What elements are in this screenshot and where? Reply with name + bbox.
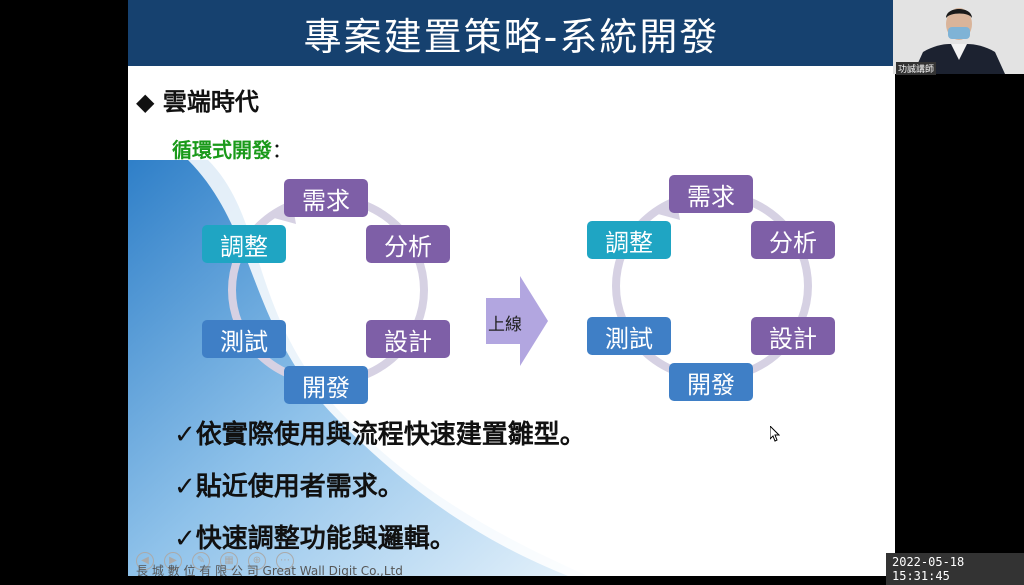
presenter-avatar	[893, 0, 1024, 74]
cycle-right-requirements: 需求	[669, 175, 753, 213]
pen-icon[interactable]: ✎	[192, 552, 210, 570]
check-item-3: ✓快速調整功能與邏輯。	[174, 524, 456, 554]
slides-icon[interactable]: ▦	[220, 552, 238, 570]
diamond-bullet-icon: ◆	[136, 88, 155, 116]
cycle-right-design: 設計	[751, 317, 835, 355]
webcam-label: 功誠講師	[896, 62, 937, 75]
arrow-label: 上線	[488, 315, 522, 335]
slide-nav-toolbar: ◀ ▶ ✎ ▦ ⊕ ⋯	[136, 552, 294, 570]
cycle-ring-left	[228, 194, 428, 386]
cycle-right-adjustment: 調整	[587, 221, 671, 259]
subheading: 循環式開發：	[172, 134, 292, 163]
bullet-heading: ◆ 雲端時代	[136, 82, 259, 117]
check-item-1: ✓依實際使用與流程快速建置雛型。	[174, 420, 586, 450]
slide-title: 專案建置策略-系統開發	[303, 14, 720, 59]
cycle-left-design: 設計	[366, 320, 450, 358]
bullet-text: 雲端時代	[162, 88, 259, 116]
cycle-right-analysis: 分析	[751, 221, 835, 259]
cycle-left-analysis: 分析	[366, 225, 450, 263]
cycle-right-development: 開發	[669, 363, 753, 401]
check-item-2: ✓貼近使用者需求。	[174, 472, 404, 502]
presentation-slide: 專案建置策略-系統開發 ◆ 雲端時代 循環式開發： 需求 分析 設計 開發 測試…	[128, 0, 895, 576]
webcam-feed	[893, 0, 1024, 74]
subheading-text: 循環式開發	[172, 138, 272, 162]
cycle-ring-right	[612, 190, 812, 382]
cycle-left-adjustment: 調整	[202, 225, 286, 263]
mouse-cursor-icon	[770, 426, 780, 442]
zoom-icon[interactable]: ⊕	[248, 552, 266, 570]
right-arrow-icon	[486, 276, 548, 366]
more-icon[interactable]: ⋯	[276, 552, 294, 570]
slide-title-bar: 專案建置策略-系統開發	[128, 0, 895, 66]
company-footer: 長 城 數 位 有 限 公 司 Great Wall Digit Co.,Ltd	[136, 564, 403, 576]
prev-icon[interactable]: ◀	[136, 552, 154, 570]
next-icon[interactable]: ▶	[164, 552, 182, 570]
cycle-left-testing: 測試	[202, 320, 286, 358]
cycle-right-testing: 測試	[587, 317, 671, 355]
background-wave	[128, 160, 628, 576]
subheading-colon: ：	[272, 138, 292, 162]
cycle-left-requirements: 需求	[284, 179, 368, 217]
recording-timestamp: 2022-05-18 15:31:45	[886, 553, 1024, 585]
cycle-left-development: 開發	[284, 366, 368, 404]
